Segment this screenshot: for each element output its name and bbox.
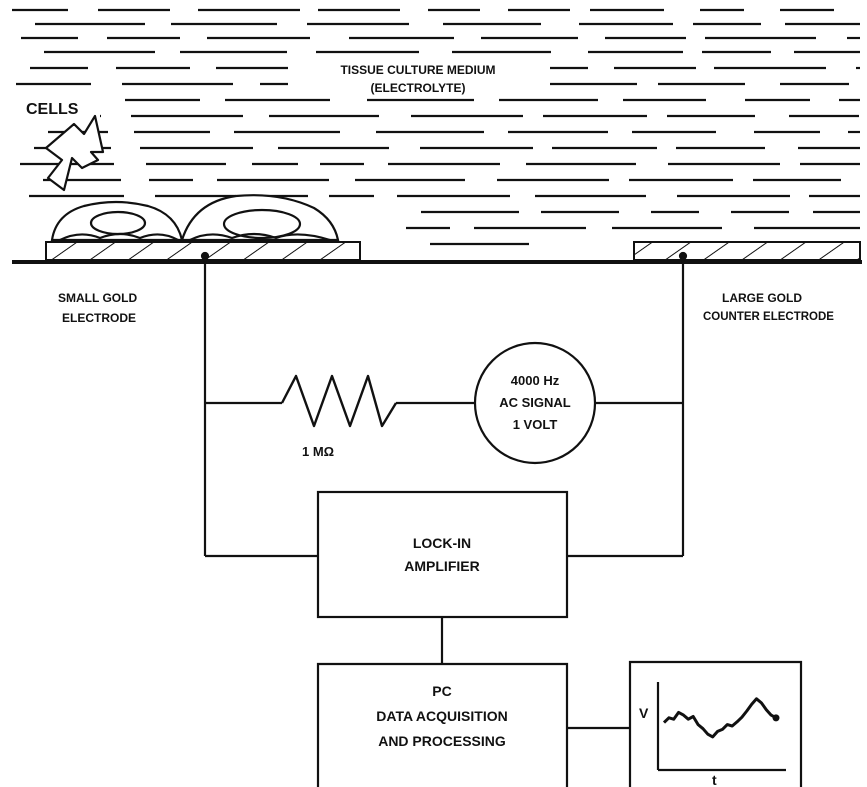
pc-label-line3: AND PROCESSING xyxy=(378,733,506,749)
plot-y-label: V xyxy=(639,705,649,721)
circuit-wires xyxy=(200,251,688,730)
cells xyxy=(50,194,340,242)
resistor-label: 1 MΩ xyxy=(302,444,334,459)
large-electrode-label-line1: LARGE GOLD xyxy=(722,291,802,305)
large-gold-counter-electrode xyxy=(633,241,861,261)
cell-2-nucleus xyxy=(222,208,302,240)
plot-trace-endpoint xyxy=(772,714,780,722)
plot-display-frame xyxy=(628,660,803,787)
pc-label-line2: DATA ACQUISITION xyxy=(376,708,507,724)
lock-in-amplifier-box xyxy=(316,490,569,619)
medium-label-line1: TISSUE CULTURE MEDIUM xyxy=(340,63,495,77)
cells-arrow-icon xyxy=(44,114,105,192)
resistor-icon xyxy=(280,374,398,428)
cell-2-footprint xyxy=(189,232,331,242)
pc-label-line1: PC xyxy=(432,683,451,699)
small-electrode-label-line2: ELECTRODE xyxy=(62,311,136,325)
cells-label-backing xyxy=(24,96,100,120)
source-label-line2: AC SIGNAL xyxy=(499,395,571,410)
small-gold-electrode xyxy=(45,241,361,261)
source-label-line3: 1 VOLT xyxy=(513,417,558,432)
medium-label-backing xyxy=(288,56,550,98)
plot-x-label: t xyxy=(712,772,717,787)
cell-1-nucleus xyxy=(89,210,147,236)
ac-signal-source xyxy=(473,341,597,465)
large-electrode-label-line2: COUNTER ELECTRODE xyxy=(703,311,834,323)
tissue-culture-medium xyxy=(12,8,860,246)
medium-label-line2: (ELECTROLYTE) xyxy=(371,81,466,95)
cells-label: CELLS xyxy=(26,101,79,118)
amplifier-label-line1: LOCK-IN xyxy=(413,535,471,551)
source-label-line1: 4000 Hz xyxy=(511,373,560,388)
small-electrode-label-line1: SMALL GOLD xyxy=(58,291,137,305)
pc-box xyxy=(316,662,569,787)
cell-1-footprint xyxy=(59,232,179,241)
amplifier-label-line2: AMPLIFIER xyxy=(404,558,479,574)
plot-trace xyxy=(662,697,777,739)
